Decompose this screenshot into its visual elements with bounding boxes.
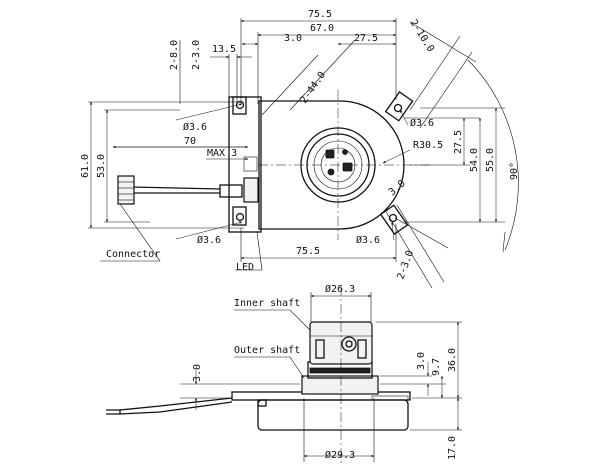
- outer-shaft: [301, 361, 379, 395]
- inner-shaft-label: Inner shaft: [234, 298, 300, 309]
- dim-2-44: 2-44.0: [298, 70, 328, 106]
- outer-shaft-label: Outer shaft: [234, 345, 300, 356]
- hole-label-top-right: Ø3.6: [410, 117, 434, 129]
- dim-53: 53.0: [96, 154, 107, 178]
- dim-13-5: 13.5: [212, 44, 236, 55]
- angle-90: 90°: [509, 162, 520, 180]
- hole-label-bottom-left: Ø3.6: [197, 234, 221, 246]
- outer-dia-label: Ø29.3: [325, 449, 355, 461]
- center-lines: [258, 90, 432, 240]
- dim-9-7: 9.7: [431, 358, 442, 376]
- encoder-body: [243, 100, 405, 230]
- dim-2-8: 2-8.0: [169, 40, 180, 70]
- cable-assembly: [117, 175, 259, 205]
- dim-2-10: 2-10.0: [407, 18, 435, 54]
- dimension-lines: [89, 19, 498, 260]
- base-plate: [231, 391, 411, 431]
- connector: [117, 175, 135, 205]
- dim-75-5-bottom: 75.5: [296, 246, 320, 257]
- dim-36: 36.0: [447, 348, 458, 372]
- dim-3: 3.0: [284, 33, 302, 44]
- dim-27-5-right: 27.5: [453, 130, 464, 154]
- side-view: Ø26.3 Ø29.3 Inner shaft Outer shaft 3.0 …: [106, 283, 462, 464]
- led-label: LED: [236, 262, 254, 273]
- side-extension-lines: [180, 292, 462, 462]
- radius-label: R30.5: [413, 140, 443, 151]
- side-dimension-lines: [194, 294, 460, 458]
- leaders: [100, 203, 263, 271]
- left-flange: [228, 96, 262, 233]
- dim-27-5-top: 27.5: [354, 33, 378, 44]
- side-leaders: [234, 309, 311, 379]
- dim-55: 55.0: [485, 148, 496, 172]
- dim-2-3-bottom: 2-3.0: [395, 249, 416, 281]
- dim-70: 70: [184, 136, 196, 147]
- max-3: MAX 3: [207, 148, 237, 159]
- dim-75-5-top: 75.5: [308, 9, 332, 20]
- dim-17: 17.0: [447, 436, 458, 460]
- hole-label-top-left: Ø3.6: [183, 121, 207, 133]
- angled-guides: [261, 21, 519, 289]
- hole-label-bottom-right: Ø3.6: [356, 234, 380, 246]
- dim-3-left-side: 3.0: [192, 364, 203, 382]
- dim-3-small: 3.0: [387, 178, 408, 198]
- right-ear-top: [384, 91, 414, 122]
- right-ear-bottom: [379, 204, 409, 235]
- dim-61: 61.0: [80, 154, 91, 178]
- inner-dia-label: Ø26.3: [325, 283, 355, 295]
- dim-67: 67.0: [310, 23, 334, 34]
- dim-54: 54.0: [469, 148, 480, 172]
- side-cable: [106, 397, 233, 415]
- dim-3-right-side: 3.0: [416, 352, 427, 370]
- connector-label: Connector: [106, 249, 160, 260]
- dim-2-3-left: 2-3.0: [191, 40, 202, 70]
- top-view: 75.5 67.0 3.0 27.5 13.5 2-8.0 2-3.0 2-10…: [80, 9, 520, 289]
